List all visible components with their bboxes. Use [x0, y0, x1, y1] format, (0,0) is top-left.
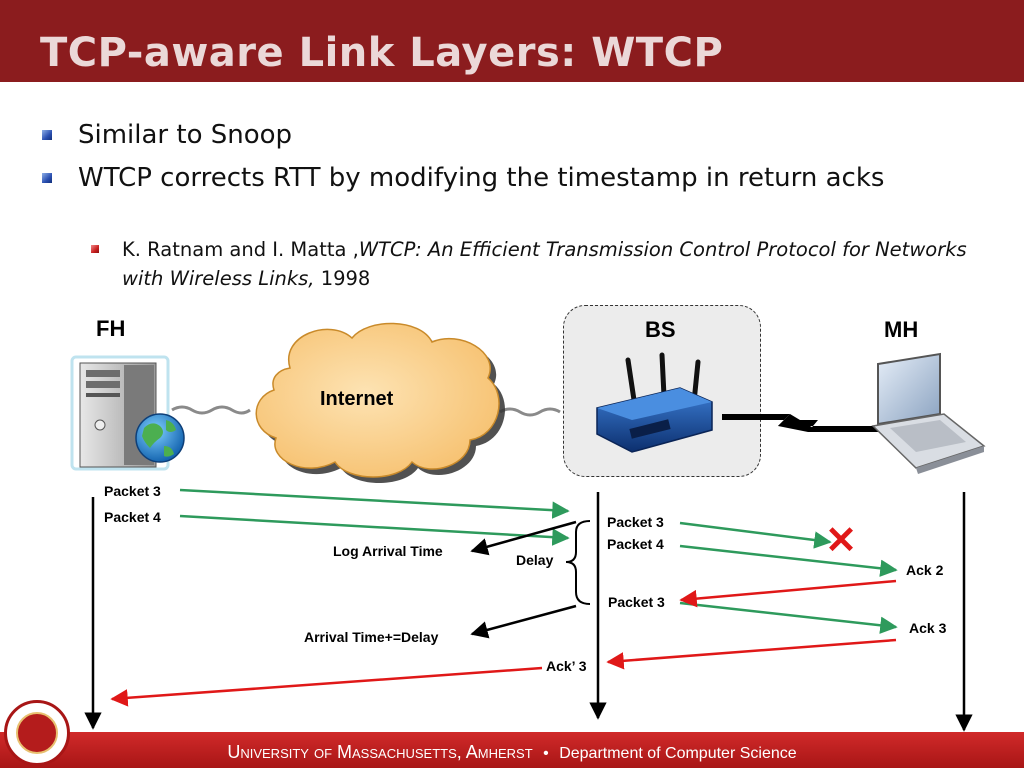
bullet-text: WTCP corrects RTT by modifying the times… [78, 163, 885, 193]
bs-packet3-arrow [679, 521, 832, 549]
ack3-label: Ack 3 [909, 620, 947, 636]
ack2-arrow [679, 579, 897, 608]
bs-packet4-arrow [679, 544, 898, 577]
seal-center [16, 712, 58, 754]
footer-separator: • [543, 745, 549, 762]
ack-arrows [110, 579, 897, 707]
internet-label: Internet [320, 388, 394, 410]
reference-paper-title: WTCP: An Efficient Transmission Control … [122, 238, 967, 290]
bullet-marker-icon [42, 130, 52, 140]
footer-department: Department of Computer Science [559, 745, 797, 762]
ack-prime3-label: Ack’ 3 [546, 658, 587, 674]
packet-loss-mark: ✕ [825, 520, 857, 562]
annotation-arrows [470, 520, 591, 639]
footer-text: University of Massachusetts, Amherst • D… [0, 742, 1024, 763]
sub-bullet-reference: K. Ratnam and I. Matta ,WTCP: An Efficie… [91, 235, 992, 293]
bullet-marker-icon [42, 173, 52, 183]
delay-label: Delay [516, 552, 554, 568]
delay-brace [565, 520, 591, 605]
bs-packet4-label: Packet 4 [607, 536, 664, 552]
fh-packet3-arrow [179, 488, 570, 519]
bs-label: BS [645, 317, 676, 342]
footer-bar: University of Massachusetts, Amherst • D… [0, 732, 1024, 768]
bs-packet3-retx-label: Packet 3 [608, 594, 665, 610]
fh-packet4-arrow [179, 514, 570, 546]
log-arrival-arrow [470, 520, 577, 556]
log-arrival-label: Log Arrival Time [333, 543, 443, 559]
bullet-text: Similar to Snoop [78, 120, 293, 150]
fh-packet4-label: Packet 4 [104, 509, 161, 525]
ack3-arrow [606, 638, 897, 670]
sub-bullet-marker-icon [91, 245, 99, 253]
computer-icon [70, 355, 170, 471]
bullet-wtcp: WTCP corrects RTT by modifying the times… [42, 160, 958, 196]
fh-packet3-label: Packet 3 [104, 483, 161, 499]
laptop-icon [871, 352, 986, 474]
globe-icon [135, 413, 185, 463]
arrival-update-arrow [470, 604, 577, 639]
bullet-snoop: Similar to Snoop [42, 117, 978, 153]
reference-year: 1998 [314, 267, 371, 290]
ack2-label: Ack 2 [906, 562, 944, 578]
fh-label: FH [96, 316, 126, 341]
footer-university: University of Massachusetts, Amherst [227, 742, 533, 762]
timeline-lines [84, 492, 973, 732]
arrival-update-label: Arrival Time+=Delay [304, 629, 439, 645]
university-seal-logo [4, 700, 70, 766]
bs-packet3-label: Packet 3 [607, 514, 664, 530]
mh-label: MH [884, 317, 919, 342]
slide-title: TCP-aware Link Layers: WTCP [40, 30, 724, 76]
reference-authors: K. Ratnam and I. Matta , [122, 238, 359, 261]
ack-prime3-arrow [110, 666, 543, 707]
bs-packet3-retx-arrow [679, 601, 898, 634]
title-bar: TCP-aware Link Layers: WTCP [0, 0, 1024, 82]
